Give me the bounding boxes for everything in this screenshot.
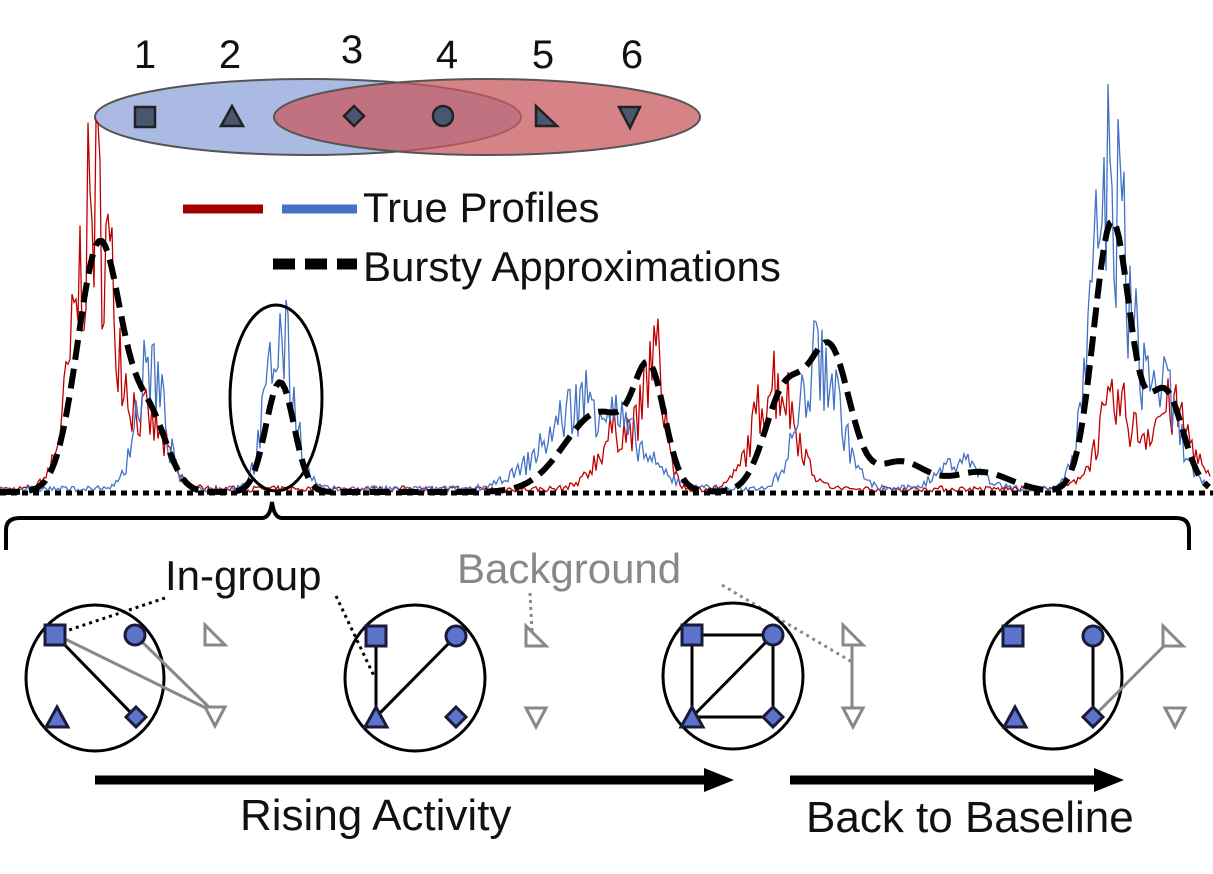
red-profile-series xyxy=(0,117,1211,494)
node-number-1: 1 xyxy=(134,33,156,77)
diamond-icon xyxy=(123,704,149,730)
diamond-icon xyxy=(1080,704,1106,730)
bg-edge-3-5 xyxy=(1091,638,1172,719)
in-group-label: In-group xyxy=(165,552,321,599)
focus-ellipse xyxy=(228,303,324,493)
bracket xyxy=(3,501,1191,550)
diamond-icon xyxy=(342,104,366,128)
legend-true-profiles: True Profiles xyxy=(363,184,600,231)
right-triangle-icon xyxy=(534,103,561,128)
diamond-icon xyxy=(760,704,786,730)
background-leader-1 xyxy=(528,592,534,633)
blue-profile-series xyxy=(0,83,1211,494)
square-icon xyxy=(680,623,704,647)
in-group-leader-2 xyxy=(334,595,376,677)
triangle-down-icon xyxy=(523,706,549,731)
node-number-6: 6 xyxy=(621,33,643,77)
snapshot-3-circle xyxy=(661,601,805,751)
snapshot-3 xyxy=(661,601,867,751)
right-triangle-icon xyxy=(1161,622,1187,648)
snapshot-1 xyxy=(24,603,229,753)
snapshot-2-circle xyxy=(343,603,487,753)
node-number-5: 5 xyxy=(532,33,554,77)
triangle-down-icon xyxy=(1162,706,1188,731)
arrows xyxy=(95,768,1124,792)
in-group-leader-1 xyxy=(59,596,166,635)
snapshot-4-circle xyxy=(982,603,1124,751)
circle-icon xyxy=(123,623,147,647)
background-leader-2 xyxy=(721,583,853,664)
snapshot-2 xyxy=(343,603,550,753)
circle-icon xyxy=(444,624,468,648)
circle-icon xyxy=(431,104,455,128)
node-number-3: 3 xyxy=(341,28,363,72)
square-icon xyxy=(364,624,388,648)
group-ellipses xyxy=(94,78,701,156)
right-triangle-icon xyxy=(203,621,229,647)
edge-1-4 xyxy=(53,633,137,719)
background-label: Background xyxy=(457,545,681,592)
diamond-icon xyxy=(443,704,469,730)
group-2-ellipse xyxy=(273,78,701,156)
bg-edge-1-6 xyxy=(56,633,215,714)
square-icon xyxy=(1001,624,1025,648)
triangle-up-icon xyxy=(43,703,71,729)
baseline-arrow-head xyxy=(1094,768,1124,792)
bg-edge-4-6 xyxy=(133,633,216,714)
snapshot-4 xyxy=(982,603,1188,751)
back-to-baseline-label: Back to Baseline xyxy=(806,793,1134,842)
right-triangle-icon xyxy=(841,621,867,647)
square-icon xyxy=(43,623,67,647)
triangle-down-icon xyxy=(840,706,866,731)
circle-icon xyxy=(1081,624,1105,648)
rising-activity-label: Rising Activity xyxy=(240,791,511,840)
rising-arrow-head xyxy=(704,768,734,792)
triangle-up-icon xyxy=(678,703,706,729)
triangle-down-icon xyxy=(202,705,228,730)
circle-icon xyxy=(761,623,785,647)
edge-2-4 xyxy=(690,633,775,719)
leader-lines xyxy=(59,583,853,677)
square-icon xyxy=(133,105,157,129)
node-number-4: 4 xyxy=(436,33,458,77)
legend-bursty: Bursty Approximations xyxy=(363,243,781,290)
triangle-up-icon xyxy=(218,103,246,128)
top-node-glyphs xyxy=(133,103,642,131)
bursty-approximation-series xyxy=(0,217,1211,495)
legend: True Profiles Bursty Approximations xyxy=(183,184,781,290)
node-numbers: 1 2 3 4 5 6 xyxy=(134,28,643,77)
edge-2-4 xyxy=(374,634,458,719)
time-series xyxy=(0,83,1213,496)
triangle-up-icon xyxy=(1001,703,1029,729)
node-number-2: 2 xyxy=(219,33,241,77)
triangle-up-icon xyxy=(362,703,390,729)
right-triangle-icon xyxy=(524,622,550,648)
snapshot-1-circle xyxy=(24,603,166,753)
triangle-down-icon xyxy=(616,105,642,131)
